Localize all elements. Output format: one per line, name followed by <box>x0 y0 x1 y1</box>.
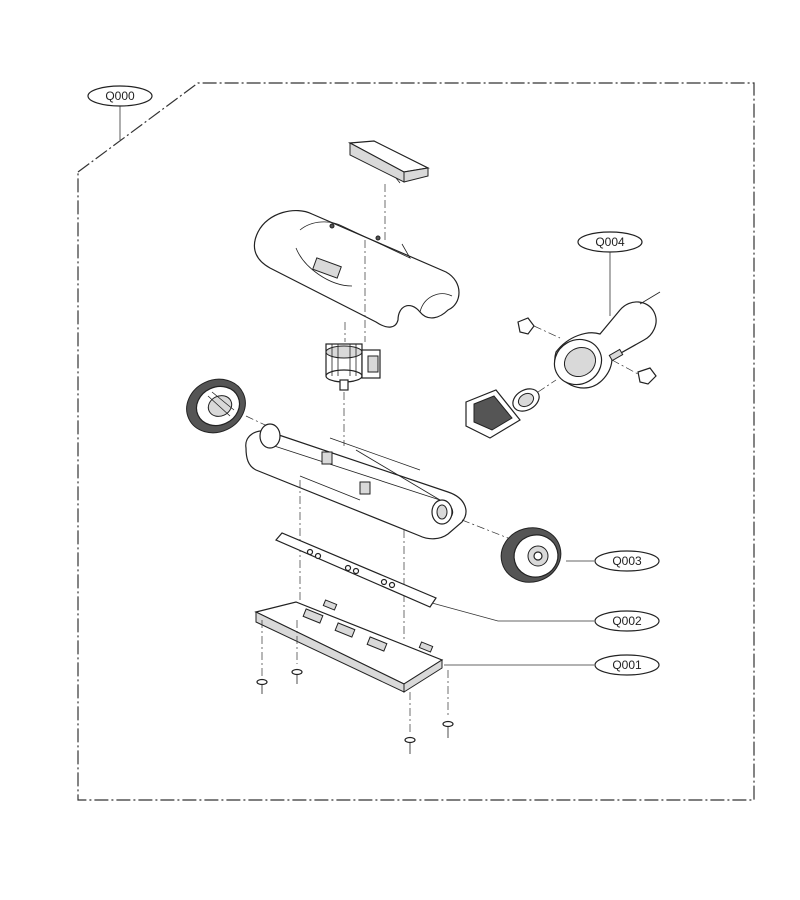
callout-q000[interactable]: Q000 <box>87 85 153 140</box>
callout-q001[interactable]: Q001 <box>444 654 660 676</box>
callout-q004[interactable]: Q004 <box>577 231 643 316</box>
callout-q004-label: Q004 <box>595 235 625 249</box>
base-housing <box>245 423 467 540</box>
assembly-line-3 <box>461 519 509 539</box>
callout-q003[interactable]: Q003 <box>566 550 660 572</box>
callout-q003-label: Q003 <box>612 554 642 568</box>
left-wheel-axis <box>245 415 281 433</box>
hose-clip-right <box>611 359 657 385</box>
seal-strip <box>275 532 437 608</box>
screw-3 <box>404 736 416 754</box>
callout-q000-label: Q000 <box>105 89 135 103</box>
callout-q002[interactable]: Q002 <box>431 602 660 632</box>
turbine-motor-unit <box>325 343 381 391</box>
left-wheel <box>186 378 246 434</box>
bottom-plate <box>254 599 444 693</box>
screw-4 <box>442 720 454 738</box>
screw-1 <box>256 678 268 694</box>
callout-q001-label: Q001 <box>612 658 642 672</box>
right-wheel <box>500 527 562 583</box>
callout-q002-label: Q002 <box>612 614 642 628</box>
swivel-joint <box>465 379 557 439</box>
screw-2 <box>291 668 303 684</box>
hose-elbow-connector <box>553 291 661 389</box>
hose-clip-left <box>517 317 561 339</box>
upper-housing <box>253 210 460 328</box>
top-cover-cap <box>347 140 430 184</box>
assembly-boundary-frame <box>77 82 755 801</box>
